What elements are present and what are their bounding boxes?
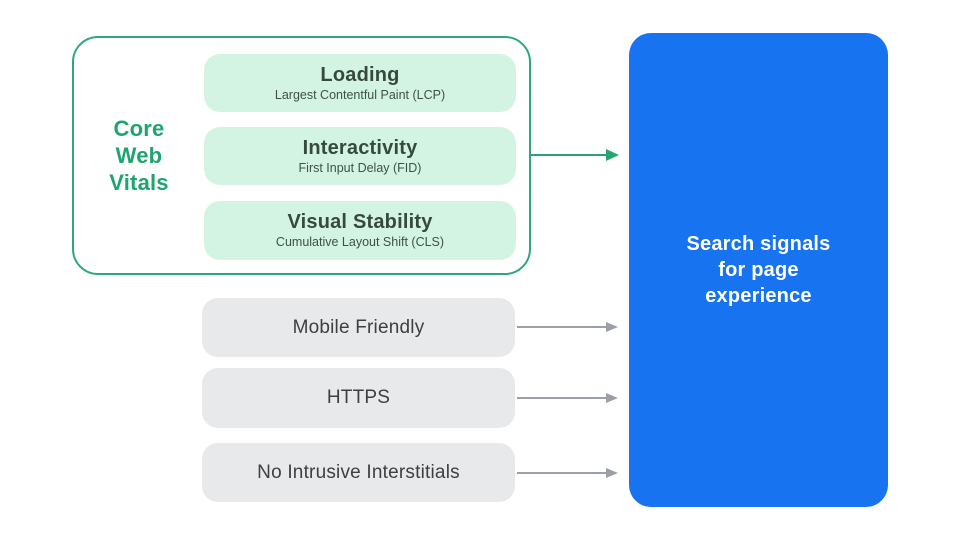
- arrow-head: [606, 149, 619, 161]
- visual-stability-subtitle: Cumulative Layout Shift (CLS): [275, 235, 445, 249]
- https-box: HTTPS: [202, 368, 515, 428]
- loading-title: Loading: [320, 63, 400, 86]
- core-web-vitals-group: Core Web Vitals Loading Largest Contentf…: [72, 36, 531, 275]
- interactivity-title: Interactivity: [302, 136, 418, 159]
- arrow-head: [606, 468, 618, 478]
- interactivity-subtitle: First Input Delay (FID): [298, 160, 422, 175]
- loading-box: Loading Largest Contentful Paint (LCP): [204, 54, 516, 112]
- search-signals-label: Search signals for page experience: [686, 233, 831, 307]
- arrow-head: [606, 393, 618, 403]
- visual-stability-title: Visual Stability: [287, 211, 433, 233]
- interactivity-box: Interactivity First Input Delay (FID): [204, 127, 516, 185]
- arrow-shaft: [517, 326, 608, 328]
- arrow-head: [606, 322, 618, 332]
- arrow-shaft: [517, 472, 608, 474]
- no-intrusive-interstitials-label: No Intrusive Interstitials: [257, 461, 460, 483]
- no-intrusive-interstitials-box: No Intrusive Interstitials: [202, 443, 515, 502]
- arrow-shaft: [517, 397, 608, 399]
- loading-subtitle: Largest Contentful Paint (LCP): [274, 87, 446, 102]
- mobile-friendly-box: Mobile Friendly: [202, 298, 515, 357]
- arrow-shaft: [531, 154, 608, 156]
- core-web-vitals-label: Core Web Vitals: [109, 116, 169, 195]
- mobile-friendly-label: Mobile Friendly: [292, 316, 425, 338]
- visual-stability-box: Visual Stability Cumulative Layout Shift…: [204, 201, 516, 260]
- search-signals-box: Search signals for page experience: [629, 33, 888, 507]
- https-label: HTTPS: [326, 387, 391, 408]
